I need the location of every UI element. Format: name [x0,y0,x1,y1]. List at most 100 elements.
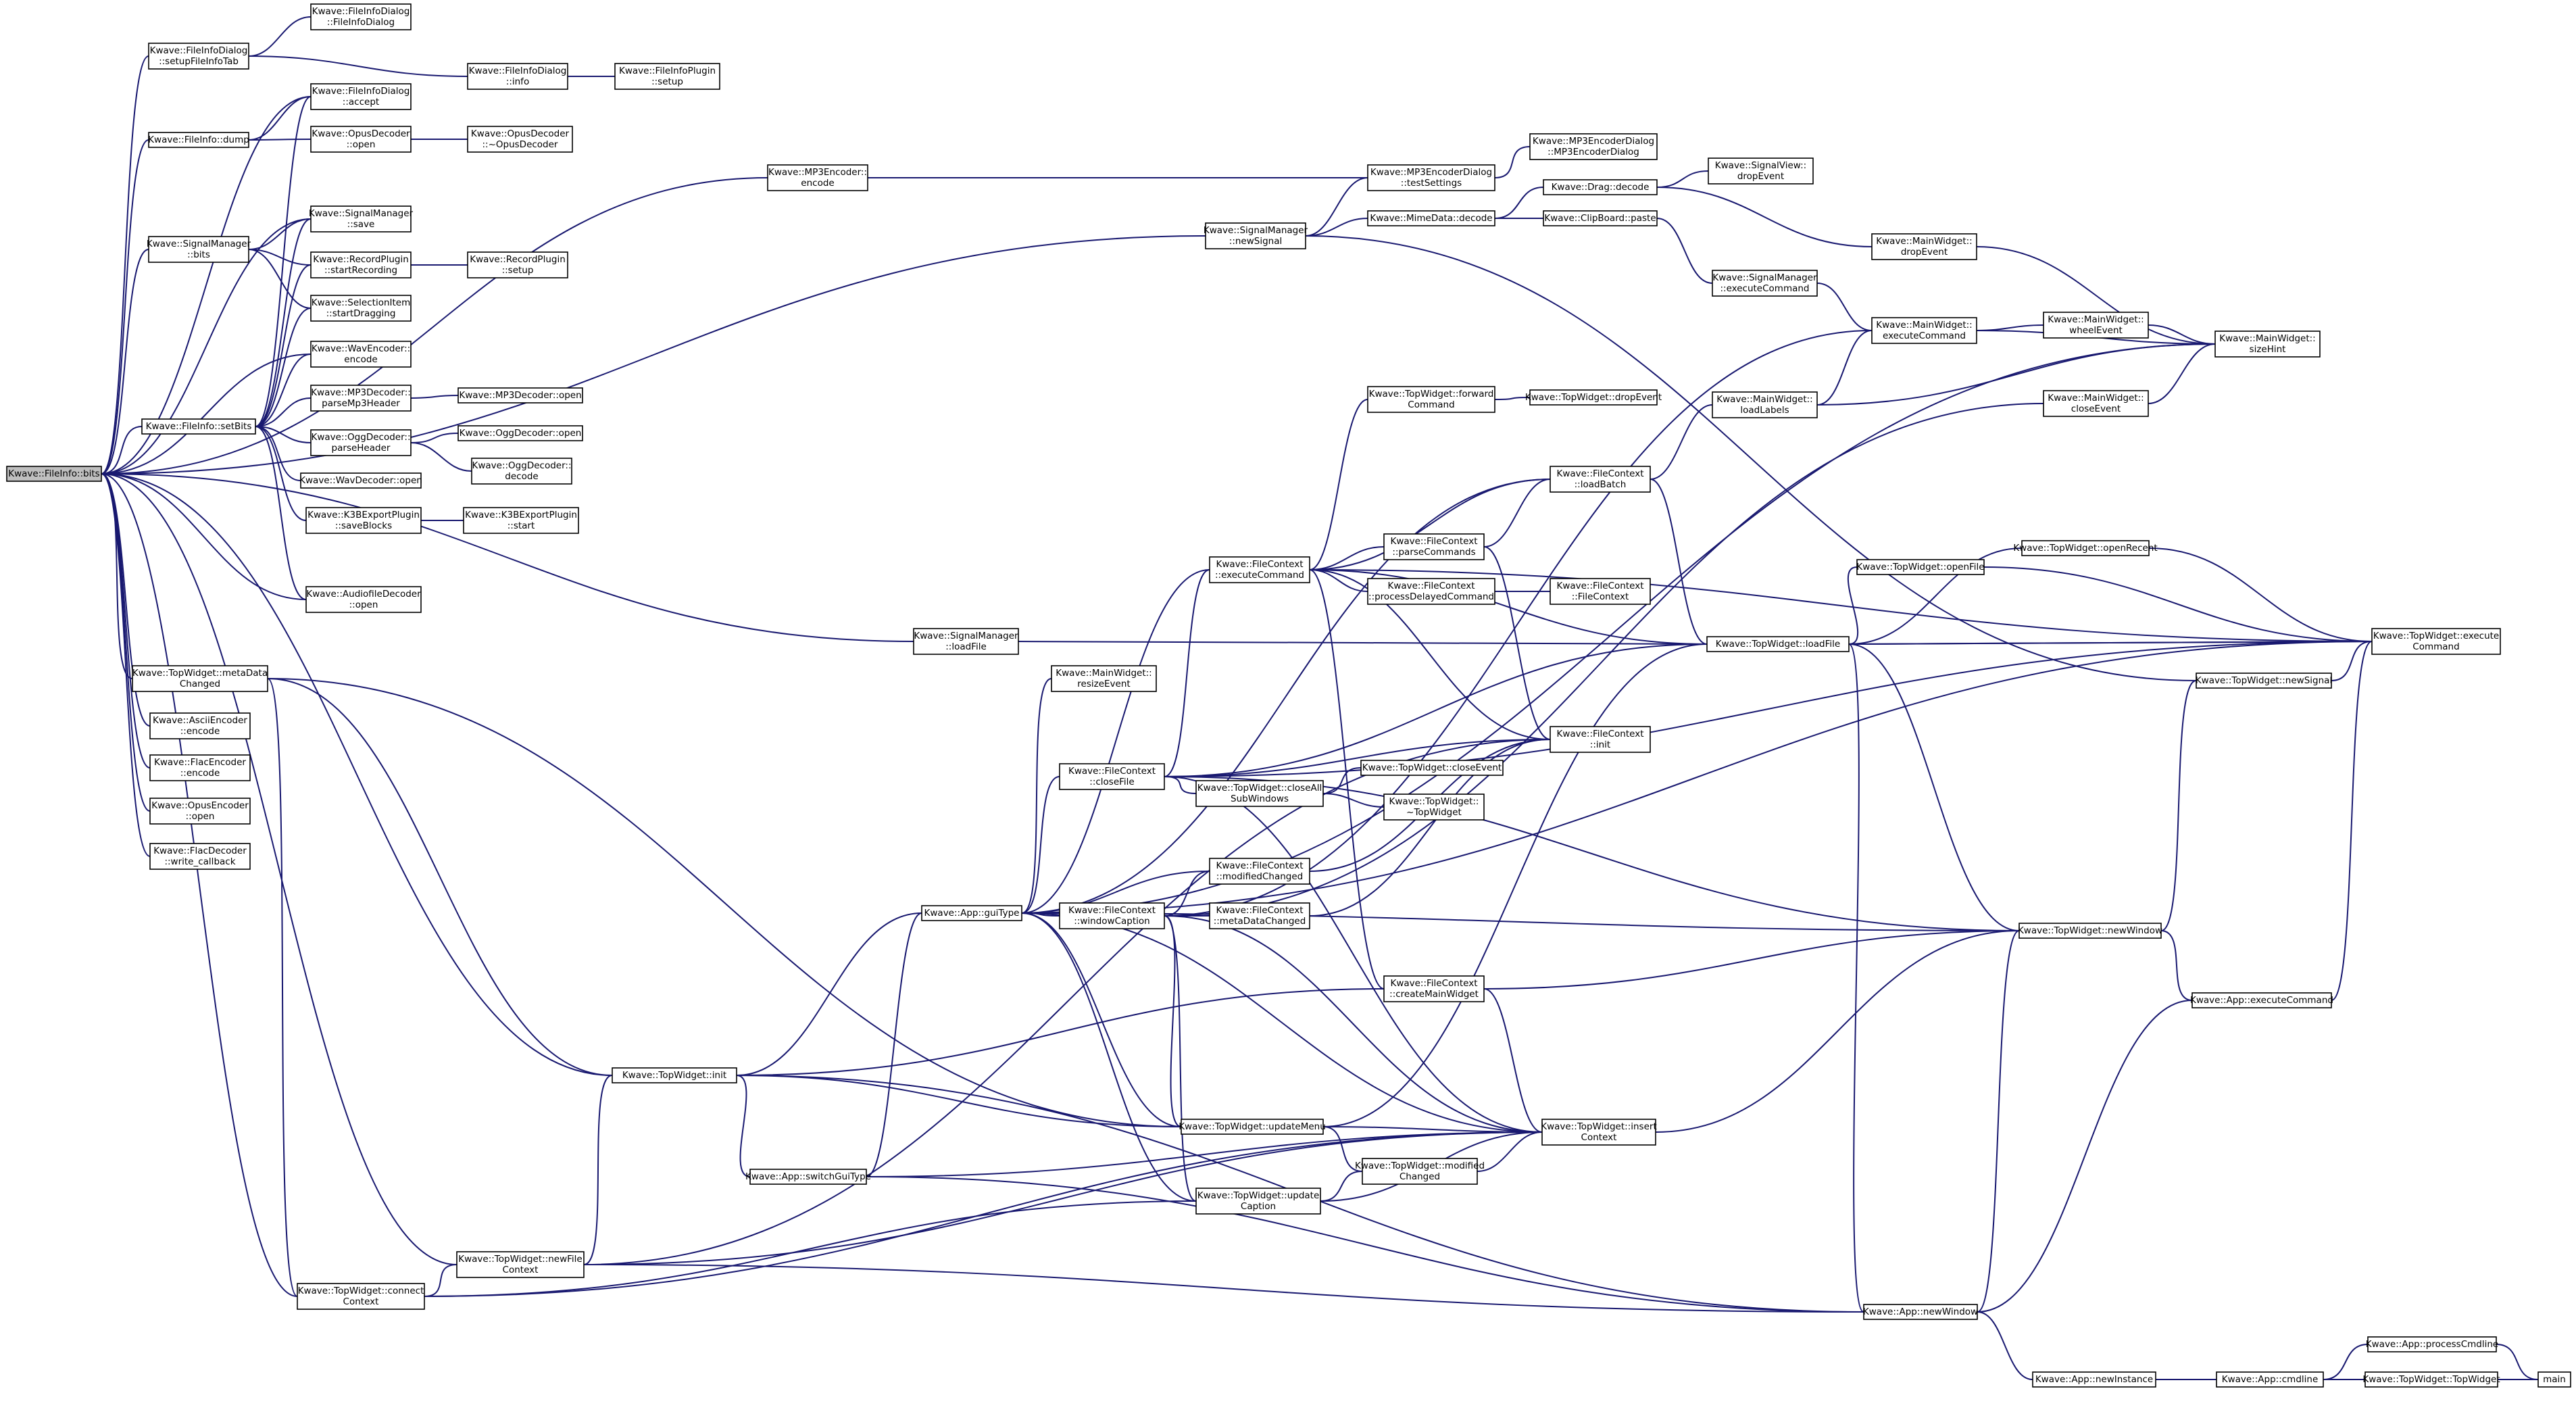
node-fc-init[interactable]: Kwave::FileContext::init [1550,726,1651,753]
node-k3b-start[interactable]: Kwave::K3BExportPlugin::start [463,507,579,534]
node-sm-newSignal[interactable]: Kwave::SignalManager::newSignal [1204,222,1308,249]
node-fc-pdc[interactable]: Kwave::FileContext::processDelayedComman… [1367,578,1495,605]
call-edge [1153,569,1210,783]
node-sm-loadFile[interactable]: Kwave::SignalManager::loadFile [913,628,1019,655]
node-sm-exec[interactable]: Kwave::SignalManager::executeCommand [1712,270,1818,297]
node-tw-dtor[interactable]: Kwave::TopWidget::~TopWidget [1383,794,1485,821]
node-fid-ctor[interactable]: Kwave::FileInfoDialog::FileInfoDialog [310,3,412,30]
node-tw-closeEvent[interactable]: Kwave::TopWidget::closeEvent [1360,760,1504,776]
node-drag-decode[interactable]: Kwave::Drag::decode [1543,179,1658,195]
node-fi-dump[interactable]: Kwave::FileInfo::dump [148,132,249,148]
node-fc-exec[interactable]: Kwave::FileContext::executeCommand [1209,556,1310,583]
node-mp3dec-open[interactable]: Kwave::MP3Decoder::open [457,387,583,404]
node-wavdec-open[interactable]: Kwave::WavDecoder::open [299,472,422,489]
node-k3b-save[interactable]: Kwave::K3BExportPlugin::saveBlocks [305,507,422,534]
node-mw-size[interactable]: Kwave::MainWidget::sizeHint [2214,331,2321,358]
call-edge [1298,563,1708,645]
node-opusenc-open[interactable]: Kwave::OpusEncoder::open [149,798,251,825]
node-mw-exec[interactable]: Kwave::MainWidget::executeCommand [1871,317,1977,344]
node-tw-openRecent[interactable]: Kwave::TopWidget::openRecent [2013,540,2158,556]
node-app-newWindow[interactable]: Kwave::App::newWindow [1863,1304,1978,1320]
node-box [1051,665,1157,692]
node-opusdec-dtor[interactable]: Kwave::OpusDecoder::~OpusDecoder [467,126,573,153]
node-app-exec[interactable]: Kwave::App::executeCommand [2190,992,2333,1008]
node-label: Kwave::App::guiType [924,908,1020,919]
node-mp3enc-encode[interactable]: Kwave::MP3Encoder::encode [767,164,868,191]
node-fc-createMW[interactable]: Kwave::FileContext::createMainWidget [1383,975,1485,1002]
node-fip-setup[interactable]: Kwave::FileInfoPlugin::setup [614,63,720,90]
node-tw-modified[interactable]: Kwave::TopWidget::modifiedChanged [1355,1158,1485,1185]
node-sv-drop[interactable]: Kwave::SignalView::dropEvent [1708,157,1814,185]
node-label: Kwave::OpusDecoder [312,128,410,139]
node-mp3dlg-ctor[interactable]: Kwave::MP3EncoderDialog::MP3EncoderDialo… [1529,133,1658,160]
node-flacdec-write[interactable]: Kwave::FlacDecoder::write_callback [149,843,251,870]
node-ascii-encode[interactable]: Kwave::AsciiEncoder::encode [149,712,251,739]
call-edge [1837,637,1864,1313]
node-mp3dlg-test[interactable]: Kwave::MP3EncoderDialog::testSettings [1367,164,1495,191]
node-tw-newSignal[interactable]: Kwave::TopWidget::newSignal [2196,673,2332,689]
node-fc-parse[interactable]: Kwave::FileContext::parseCommands [1383,533,1485,560]
node-mw-close[interactable]: Kwave::MainWidget::closeEvent [2043,390,2149,417]
node-tw-init[interactable]: Kwave::TopWidget::init [612,1067,737,1083]
call-edge [2320,641,2373,687]
node-fc-closeFile[interactable]: Kwave::FileContext::closeFile [1059,763,1165,790]
node-opusdec-open[interactable]: Kwave::OpusDecoder::open [310,126,412,153]
node-fid-info[interactable]: Kwave::FileInfoDialog::info [467,63,568,90]
node-label: closeEvent [2071,404,2121,414]
node-tw-openFile[interactable]: Kwave::TopWidget::openFile [1856,559,1985,575]
node-label: Kwave::FileContext [1216,905,1303,916]
node-app-switch[interactable]: Kwave::App::switchGuiType [745,1169,871,1185]
node-tw-newWindow[interactable]: Kwave::TopWidget::newWindow [2018,923,2162,939]
node-mw-resize[interactable]: Kwave::MainWidget::resizeEvent [1051,665,1157,692]
node-fc-ctor[interactable]: Kwave::FileContext::FileContext [1550,578,1651,605]
node-mw-wheel[interactable]: Kwave::MainWidget::wheelEvent [2043,312,2149,339]
node-rp-setup[interactable]: Kwave::RecordPlugin::setup [467,251,568,278]
node-flac-encode[interactable]: Kwave::FlacEncoder::encode [149,754,251,781]
node-tw-ctor[interactable]: Kwave::TopWidget::TopWidget [2362,1371,2500,1388]
node-oggdec-decode[interactable]: Kwave::OggDecoder::decode [471,458,572,485]
node-label: Kwave::App::processCmdline [2366,1339,2498,1350]
node-tw-drop[interactable]: Kwave::TopWidget::dropEvent [1525,389,1662,406]
node-box [2367,1336,2497,1352]
node-rp-start[interactable]: Kwave::RecordPlugin::startRecording [310,251,412,278]
node-cb-paste[interactable]: Kwave::ClipBoard::paste [1543,210,1658,226]
node-fi-setBits[interactable]: Kwave::FileInfo::setBits [141,418,256,435]
node-afd-open[interactable]: Kwave::AudiofileDecoder::open [305,586,422,613]
node-mw-loadLabels[interactable]: Kwave::MainWidget::loadLabels [1712,391,1818,418]
node-fid-accept[interactable]: Kwave::FileInfoDialog::accept [310,83,412,110]
node-fc-mdc[interactable]: Kwave::FileContext::metaDataChanged [1209,902,1310,929]
node-tw-loadFile[interactable]: Kwave::TopWidget::loadFile [1706,636,1850,652]
node-tw-updateMenu[interactable]: Kwave::TopWidget::updateMenu [1179,1119,1326,1135]
node-mw-drop[interactable]: Kwave::MainWidget::dropEvent [1871,233,1977,260]
node-app-cmdline[interactable]: Kwave::App::cmdline [2216,1371,2324,1388]
node-sm-save[interactable]: Kwave::SignalManager::save [309,205,414,233]
node-main[interactable]: main [2537,1371,2571,1388]
node-fc-winCaption[interactable]: Kwave::FileContext::windowCaption [1059,902,1165,929]
node-wav-encode[interactable]: Kwave::WavEncoder::encode [310,341,412,368]
node-oggdec-parse[interactable]: Kwave::OggDecoder::parseHeader [310,429,412,456]
node-label: Command [1408,399,1454,410]
node-oggdec-open[interactable]: Kwave::OggDecoder::open [457,425,583,441]
node-tw-execute[interactable]: Kwave::TopWidget::executeCommand [2371,628,2501,655]
node-fid-setupFileInfoTab[interactable]: Kwave::FileInfoDialog::setupFileInfoTab [148,43,249,70]
node-label: ::encode [180,726,220,737]
node-fc-loadBatch[interactable]: Kwave::FileContext::loadBatch [1550,466,1651,493]
call-edge [1965,324,2044,337]
node-sm-bits[interactable]: Kwave::SignalManager::bits [147,236,251,263]
node-box [767,164,868,191]
node-app-newInstance[interactable]: Kwave::App::newInstance [2032,1371,2156,1388]
node-fc-modified[interactable]: Kwave::FileContext::modifiedChanged [1209,858,1310,885]
node-md-decode[interactable]: Kwave::MimeData::decode [1367,210,1495,226]
node-app-processCmdline[interactable]: Kwave::App::processCmdline [2366,1336,2498,1352]
node-root[interactable]: Kwave::FileInfo::bits [6,466,102,482]
node-mp3dec-parse[interactable]: Kwave::MP3Decoder::parseMp3Header [310,385,412,412]
node-si-drag[interactable]: Kwave::SelectionItem::startDragging [310,295,412,322]
node-app-guiType[interactable]: Kwave::App::guiType [921,905,1022,921]
node-tw-mdc[interactable]: Kwave::TopWidget::metaDataChanged [132,665,268,692]
